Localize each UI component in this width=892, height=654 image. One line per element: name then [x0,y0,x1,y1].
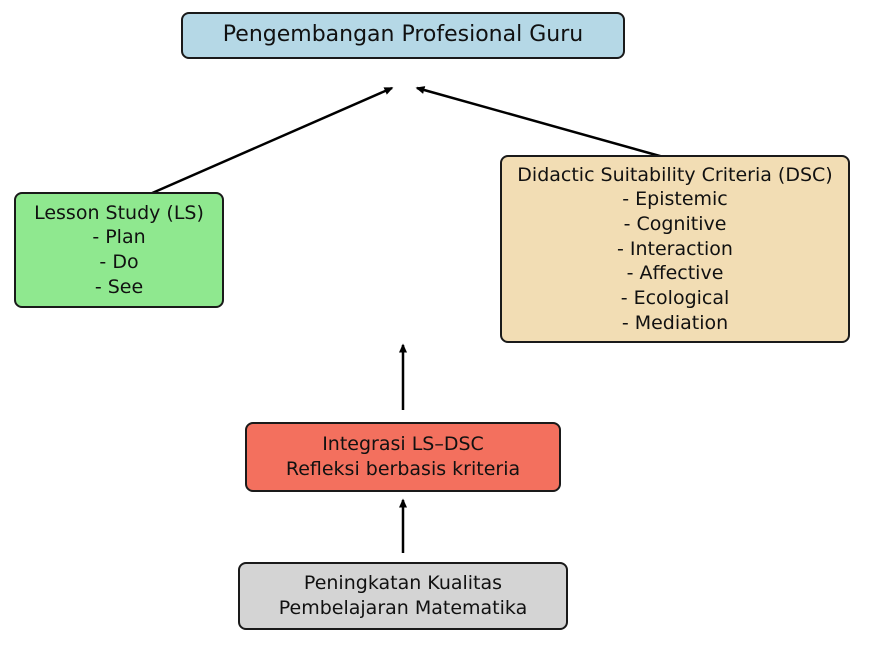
dsc-item-ecological: - Ecological [620,287,730,310]
lesson-study-item-see: - See [94,275,144,298]
node-title-label: Pengembangan Profesional Guru [222,22,584,48]
node-didactic-suitability-criteria: Didactic Suitability Criteria (DSC) - Ep… [500,155,850,343]
dsc-title: Didactic Suitability Criteria (DSC) [517,163,833,186]
arrow-dsc-to-title [415,86,668,160]
integration-line2: Refleksi berbasis kriteria [285,458,521,480]
node-integrasi-ls-dsc: Integrasi LS–DSC Refleksi berbasis krite… [245,422,561,492]
dsc-item-cognitive: - Cognitive [623,212,727,235]
dsc-item-mediation: - Mediation [621,311,729,334]
outcome-line2: Pembelajaran Matematika [278,597,528,619]
lesson-study-item-plan: - Plan [92,226,146,249]
dsc-item-affective: - Affective [626,262,724,285]
node-pengembangan-profesional-guru: Pengembangan Profesional Guru [181,12,625,59]
lesson-study-item-do: - Do [99,251,139,273]
integration-line1: Integrasi LS–DSC [322,433,484,456]
outcome-line1: Peningkatan Kualitas [303,572,503,595]
arrow-ls-to-title [149,86,394,196]
dsc-item-interaction: - Interaction [617,237,733,260]
node-peningkatan-kualitas: Peningkatan Kualitas Pembelajaran Matema… [238,562,568,630]
dsc-item-epistemic: - Epistemic [622,188,728,211]
node-lesson-study: Lesson Study (LS) - Plan - Do - See [14,192,224,308]
lesson-study-title: Lesson Study (LS) [34,201,204,224]
